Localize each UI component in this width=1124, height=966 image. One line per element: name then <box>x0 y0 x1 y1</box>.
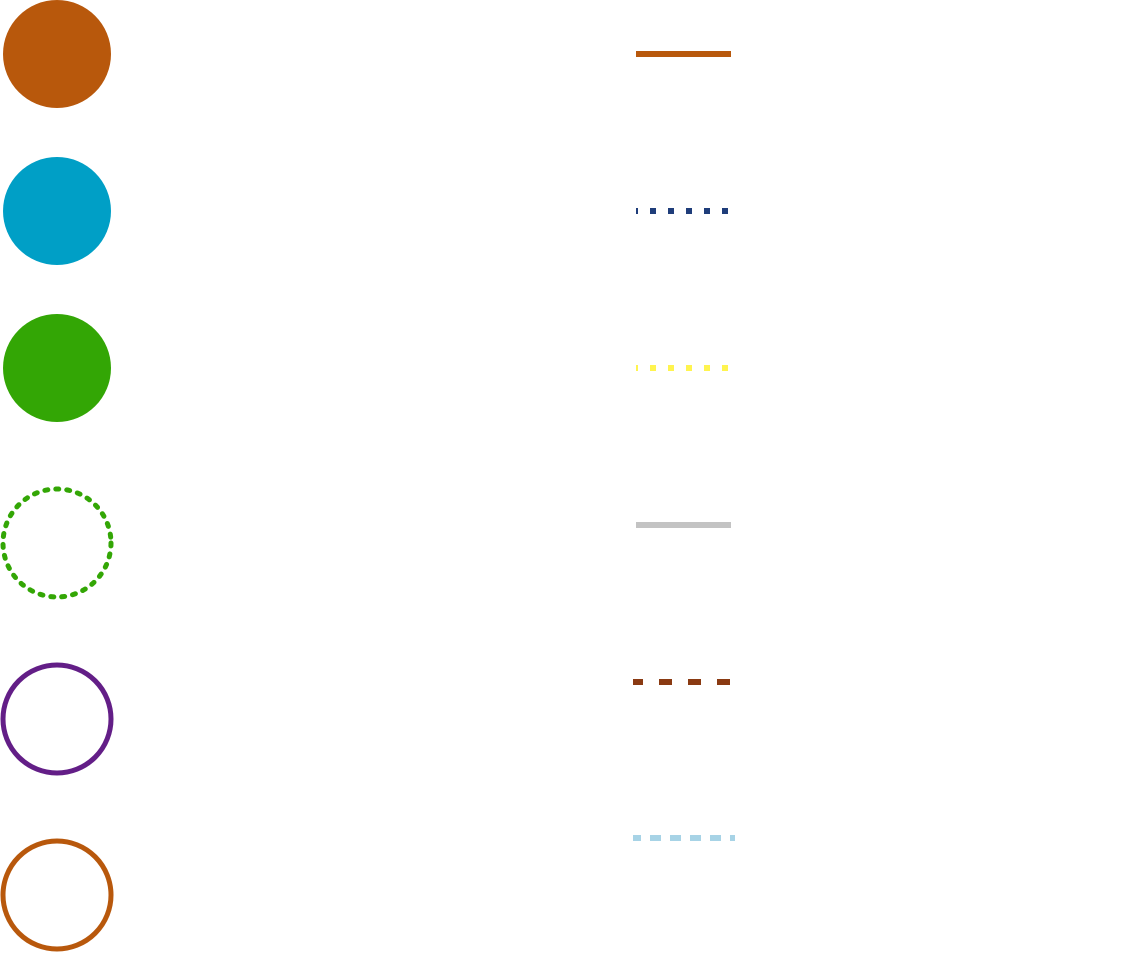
filled-circle-blue-icon <box>3 157 111 265</box>
dotted-circle-green-icon <box>0 486 114 600</box>
circle-swatch-column <box>0 0 114 952</box>
filled-circle-green-icon <box>3 314 111 422</box>
filled-circle-orange-icon <box>3 0 111 108</box>
outline-circle-orange-icon <box>0 838 114 952</box>
line-swatch-column <box>633 51 735 841</box>
outline-circle-purple-icon <box>0 662 114 776</box>
